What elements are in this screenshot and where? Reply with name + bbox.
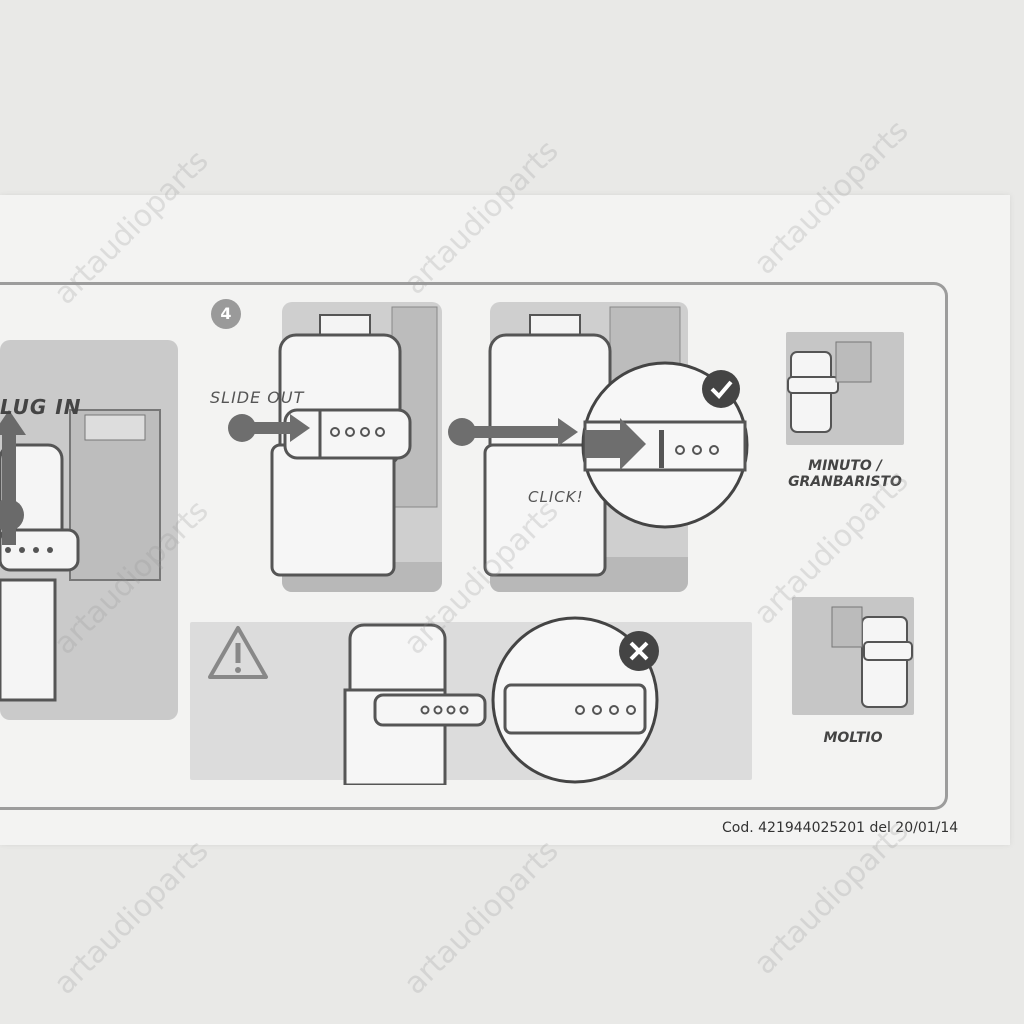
moltio-caption: MOLTIO <box>823 730 883 746</box>
plug-in-label: LUG IN <box>0 395 82 419</box>
step-badge <box>211 299 241 329</box>
moltio-machine-icon <box>831 606 913 708</box>
instruction-frame <box>0 282 948 810</box>
watermark: artaudioparts <box>47 833 216 1002</box>
machine-wrong <box>343 616 659 785</box>
minuto-thumbnail <box>786 332 904 445</box>
machine-click <box>448 314 749 577</box>
step-number: 4 <box>220 304 232 323</box>
plug-in-panel: LUG IN <box>0 340 178 720</box>
check-icon <box>702 370 740 408</box>
minuto-machine-icon <box>787 341 872 433</box>
document-code: Cod. 421944025201 del 20/01/14 <box>722 820 959 836</box>
click-label: CLICK! <box>528 488 584 506</box>
minuto-caption: MINUTO / GRANBARISTO <box>780 458 910 490</box>
warning-icon <box>208 626 268 679</box>
watermark: artaudioparts <box>397 833 566 1002</box>
moltio-thumbnail <box>792 597 914 715</box>
minuto-caption-text: MINUTO / GRANBARISTO <box>788 458 902 490</box>
slide-out-label: SLIDE OUT <box>210 388 305 407</box>
machine-slide-out <box>228 314 412 577</box>
plug-in-illustration <box>0 409 161 702</box>
cross-icon <box>619 631 659 671</box>
